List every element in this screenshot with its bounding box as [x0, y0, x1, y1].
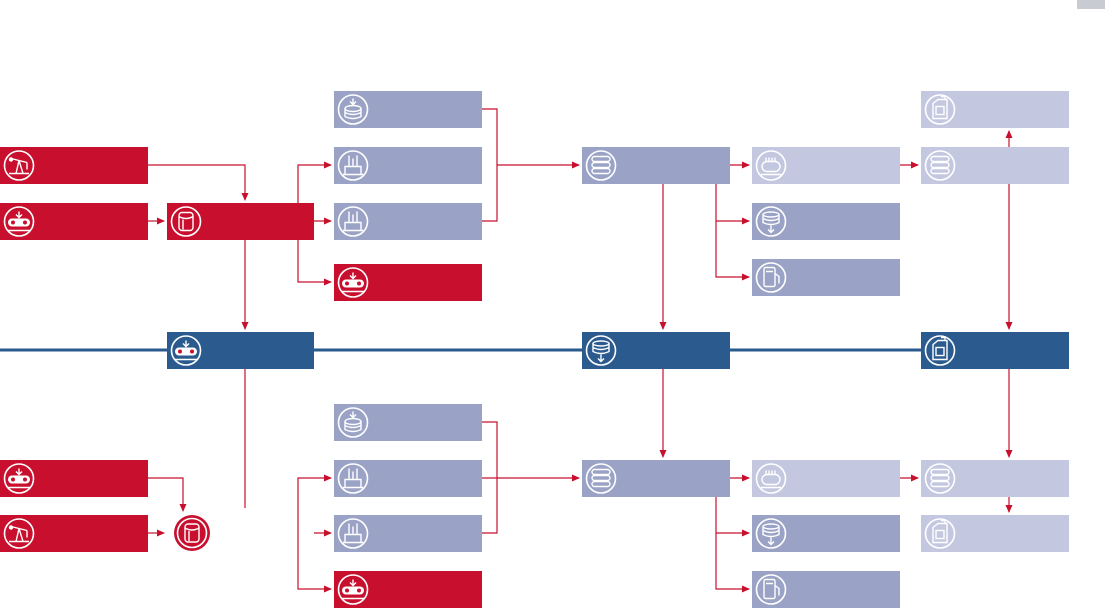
refinery-icon [337, 463, 369, 494]
node-m-drain-hub [582, 332, 730, 369]
node-t-plant-a [334, 147, 482, 184]
node-t-process [752, 147, 900, 184]
pipeline-icon [337, 574, 369, 605]
node-b-process [752, 460, 900, 497]
tank-inflow-icon [337, 94, 369, 125]
tank-stack-icon [585, 150, 617, 181]
node-t-plant-b [334, 203, 482, 240]
storage-tank-icon [170, 206, 202, 237]
node-t-canister [921, 91, 1069, 128]
canister-icon [924, 94, 956, 125]
connector-arrow [148, 477, 187, 512]
canister-icon [924, 335, 956, 366]
tank-drain-icon [755, 518, 787, 549]
refinery-icon [337, 206, 369, 237]
connector-arrow [297, 533, 332, 593]
refinery-icon [337, 518, 369, 549]
node-t-storage-tank [167, 203, 314, 240]
corner-tab [1077, 0, 1105, 9]
node-t-feed-a [334, 91, 482, 128]
node-b-pipeline [0, 460, 148, 497]
node-b-plant-a [334, 460, 482, 497]
node-t-blend-hub [582, 147, 730, 184]
node-t-oil-well [0, 147, 148, 184]
dispenser-icon [755, 574, 787, 605]
pipeline-icon [3, 206, 35, 237]
node-b-plant-b [334, 515, 482, 552]
tank-drain-icon [585, 335, 617, 366]
connector-arrow [297, 221, 332, 286]
node-t-final-blend [921, 147, 1069, 184]
node-b-canister [921, 515, 1069, 552]
connector-arrow [297, 161, 332, 221]
canister-icon [924, 518, 956, 549]
storage-tank-icon [174, 515, 210, 551]
reactor-icon [755, 150, 787, 181]
node-b-dispenser [752, 571, 900, 608]
node-t-pipeline [0, 203, 148, 240]
node-b-pipeline-out [334, 571, 482, 608]
node-b-drain [752, 515, 900, 552]
node-b-final-blend [921, 460, 1069, 497]
oil-pump-icon [3, 518, 35, 549]
node-b-feed-a [334, 404, 482, 441]
pipeline-icon [3, 463, 35, 494]
connector-arrow [297, 474, 332, 533]
tank-stack-icon [924, 150, 956, 181]
reactor-icon [755, 463, 787, 494]
node-m-pipeline-hub [167, 332, 314, 369]
tank-inflow-icon [337, 407, 369, 438]
node-t-dispenser [752, 259, 900, 296]
node-t-drain [752, 203, 900, 240]
pipeline-icon [337, 267, 369, 298]
node-b-oil-well [0, 515, 148, 552]
oil-pump-icon [3, 150, 35, 181]
node-b-blend-hub [582, 460, 730, 497]
connector-arrow [148, 164, 249, 201]
node-m-canister-hub [921, 332, 1069, 369]
node-t-pipeline-out [334, 264, 482, 301]
tank-stack-icon [585, 463, 617, 494]
tank-stack-icon [924, 463, 956, 494]
dispenser-icon [755, 262, 787, 293]
connector-arrow [482, 108, 498, 222]
tank-drain-icon [755, 206, 787, 237]
refinery-icon [337, 150, 369, 181]
connector-arrow [715, 221, 750, 281]
connector-arrow [715, 533, 750, 593]
pipeline-hub-icon [170, 335, 202, 366]
